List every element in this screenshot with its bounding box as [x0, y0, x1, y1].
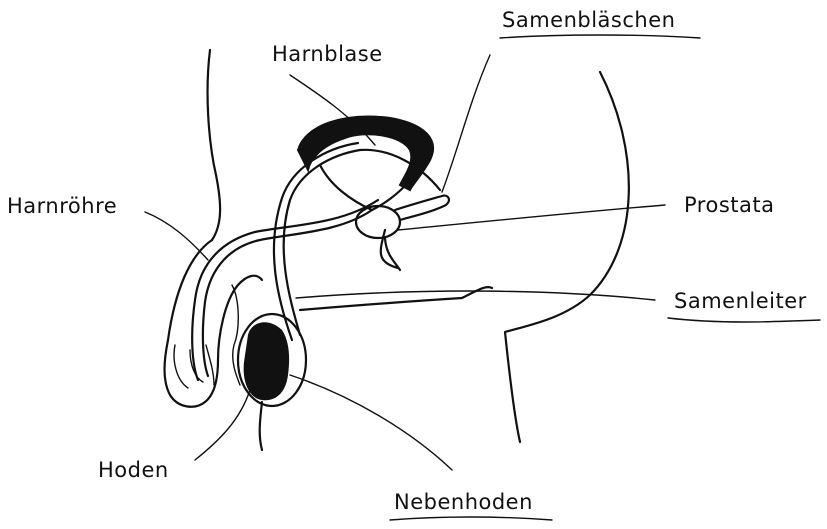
seminal-vesicle — [395, 196, 449, 220]
leg-line — [260, 402, 262, 450]
leader-nebenhoden — [290, 375, 452, 470]
vas-deferens-inner — [274, 143, 358, 340]
label-prostata: Prostata — [684, 193, 774, 217]
leader-samenblaeschen — [442, 55, 490, 192]
label-samenblaeschen: Samenbläschen — [502, 8, 675, 32]
leader-hoden — [195, 390, 250, 460]
underline-samenleiter — [668, 318, 820, 322]
epididymis — [244, 322, 289, 400]
label-hoden: Hoden — [98, 458, 169, 482]
underline-nebenhoden — [390, 517, 552, 520]
label-harnblase: Harnblase — [272, 42, 383, 66]
buttock-outline — [505, 72, 629, 442]
underline-samenblaeschen — [500, 35, 700, 38]
bladder-inner — [320, 165, 410, 210]
prostate-shape — [356, 206, 400, 238]
torso-front-outline — [208, 50, 221, 240]
bladder-wall — [298, 117, 433, 190]
label-nebenhoden: Nebenhoden — [394, 490, 533, 514]
label-samenleiter: Samenleiter — [674, 289, 807, 313]
label-harnroehre: Harnröhre — [7, 194, 117, 218]
